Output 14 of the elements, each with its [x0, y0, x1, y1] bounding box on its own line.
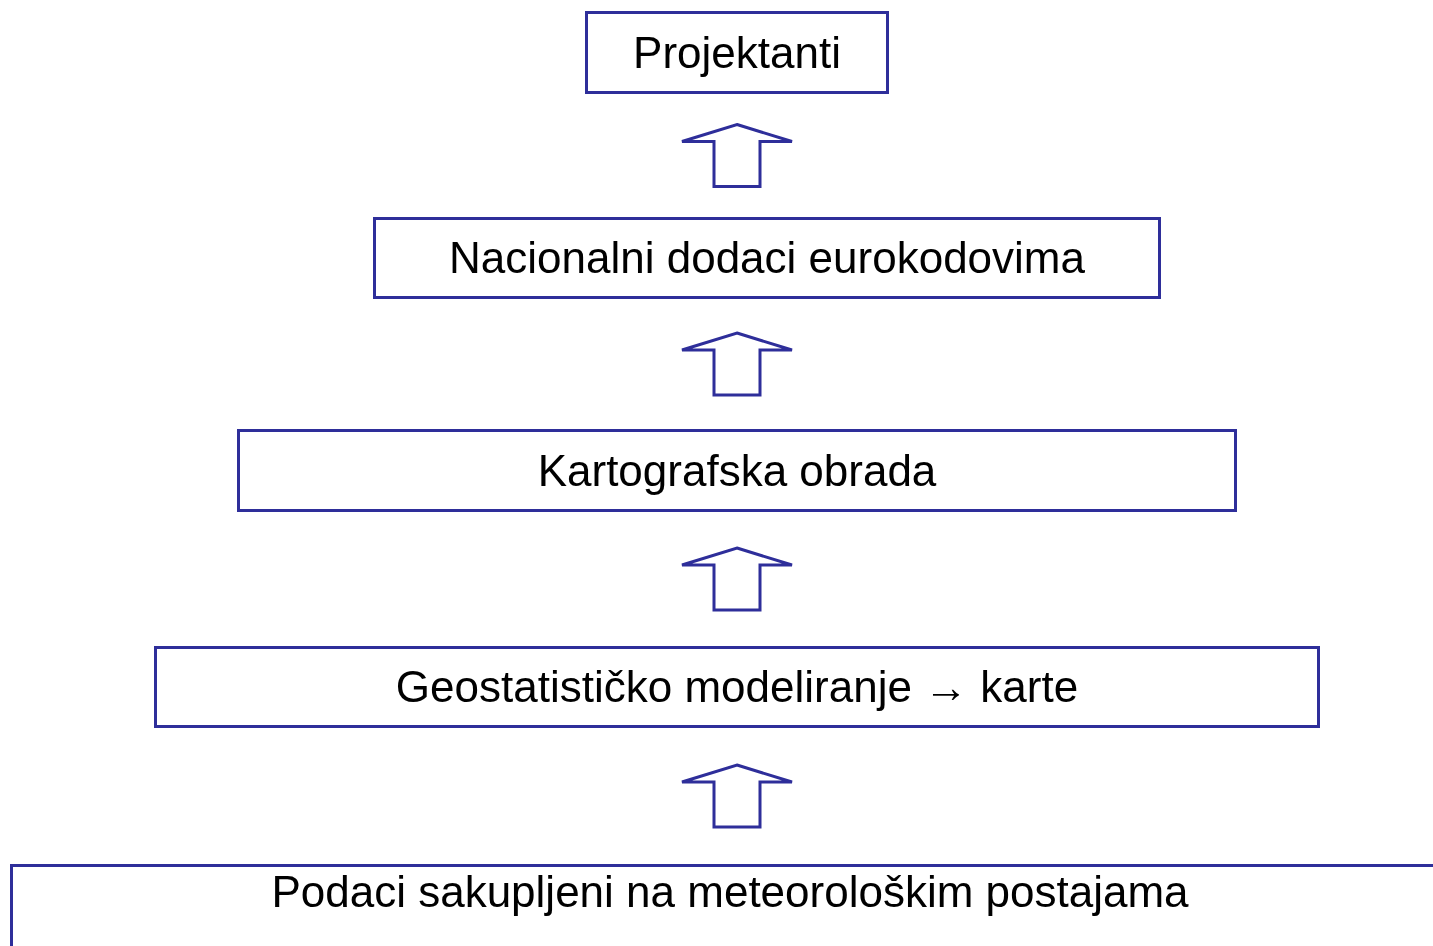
- box-label: Nacionalni dodaci eurokodovima: [449, 236, 1085, 280]
- box-label: Projektanti: [633, 30, 841, 75]
- process-box: [10, 864, 1433, 946]
- box-label: Kartografska obrada: [537, 448, 937, 493]
- block-arrow: [680, 763, 794, 829]
- process-box: [585, 11, 889, 94]
- process-box: [237, 429, 1237, 512]
- box-label: Podaci sakupljeni na meteorološkim postajama: [271, 870, 1189, 914]
- box-label: Geostatističko modeliranje → karte: [395, 665, 1079, 709]
- block-arrow: [680, 546, 794, 612]
- block-arrow: [680, 331, 794, 397]
- process-box: [154, 646, 1320, 728]
- block-arrow: [680, 122, 794, 188]
- process-box: [373, 217, 1161, 299]
